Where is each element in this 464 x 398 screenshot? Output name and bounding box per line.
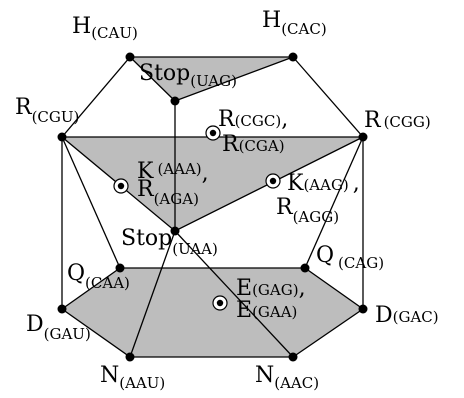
label-rcgg: R(CGG) [364, 108, 431, 133]
top-triangle-face [128, 56, 294, 102]
vertex-dot-naac [288, 352, 298, 362]
vertex-dot-dgau [57, 304, 67, 314]
label-naau: N(AAU) [100, 363, 165, 392]
label-rcgu: R(CGU) [15, 95, 79, 126]
face-point-marker-kaag [265, 173, 281, 189]
vertex-dot-naau [125, 352, 135, 362]
vertex-dot-rcgu [57, 132, 67, 142]
edge-rcgg-qcag [304, 136, 364, 269]
face-point-markers [113, 125, 281, 311]
polyhedron-edges [61, 56, 364, 358]
vertex-dot-qcaa [115, 263, 125, 273]
vertex-dots [57, 52, 368, 362]
label-dgau: D(GAU) [26, 312, 91, 343]
label-hcac: H(CAC) [262, 8, 327, 38]
vertex-dot-stopuaa [170, 226, 180, 236]
edge-rcgu-qcaa [61, 136, 121, 269]
label-hcau: H(CAU) [72, 14, 138, 42]
face-point-labels: R(CGC), R(CGA) K(AAA), R(AGA) K(AAG), R(… [137, 107, 360, 323]
vertex-dot-rcgg [358, 132, 368, 142]
vertex-labels: H(CAU) H(CAC) Stop(UAG) R(CGU) R(CGG) St… [15, 8, 439, 392]
face-point-marker-egag [212, 295, 228, 311]
label-egag: E(GAG), [236, 276, 306, 301]
label-rcgc: R(CGC), [218, 107, 288, 132]
label-rcga: R(CGA) [222, 132, 285, 157]
edge-hcac-rcgg [292, 56, 364, 138]
edge-stopuaa-naac [174, 230, 294, 358]
label-kaaa: K(AAA), [137, 159, 209, 186]
label-naac: N(AAC) [255, 363, 319, 392]
label-ragg: R(AGG) [276, 195, 339, 226]
label-stopuag: Stop(UAG) [139, 61, 237, 90]
label-raga: R(AGA) [137, 177, 199, 208]
edge-hcau-rcgu [61, 56, 131, 138]
label-qcaa: Q(CAA) [67, 261, 130, 292]
vertex-dot-dgac [358, 304, 368, 314]
label-stopuaa: Stop(UAA) [121, 226, 218, 258]
vertex-dot-hcau [125, 52, 135, 62]
face-point-marker-kaaa [113, 178, 129, 194]
edge-stopuaa-naau [129, 230, 176, 358]
face-point-marker-rcgc [205, 125, 221, 141]
vertex-dot-hcac [288, 52, 298, 62]
label-qcag: Q(CAG) [316, 243, 384, 272]
label-egaa: E(GAA) [236, 298, 297, 323]
label-dgac: D(GAC) [375, 303, 439, 328]
label-kaag: K(AAG), [287, 171, 360, 196]
vertex-dot-stopuag [170, 96, 180, 106]
vertex-dot-qcag [300, 263, 310, 273]
